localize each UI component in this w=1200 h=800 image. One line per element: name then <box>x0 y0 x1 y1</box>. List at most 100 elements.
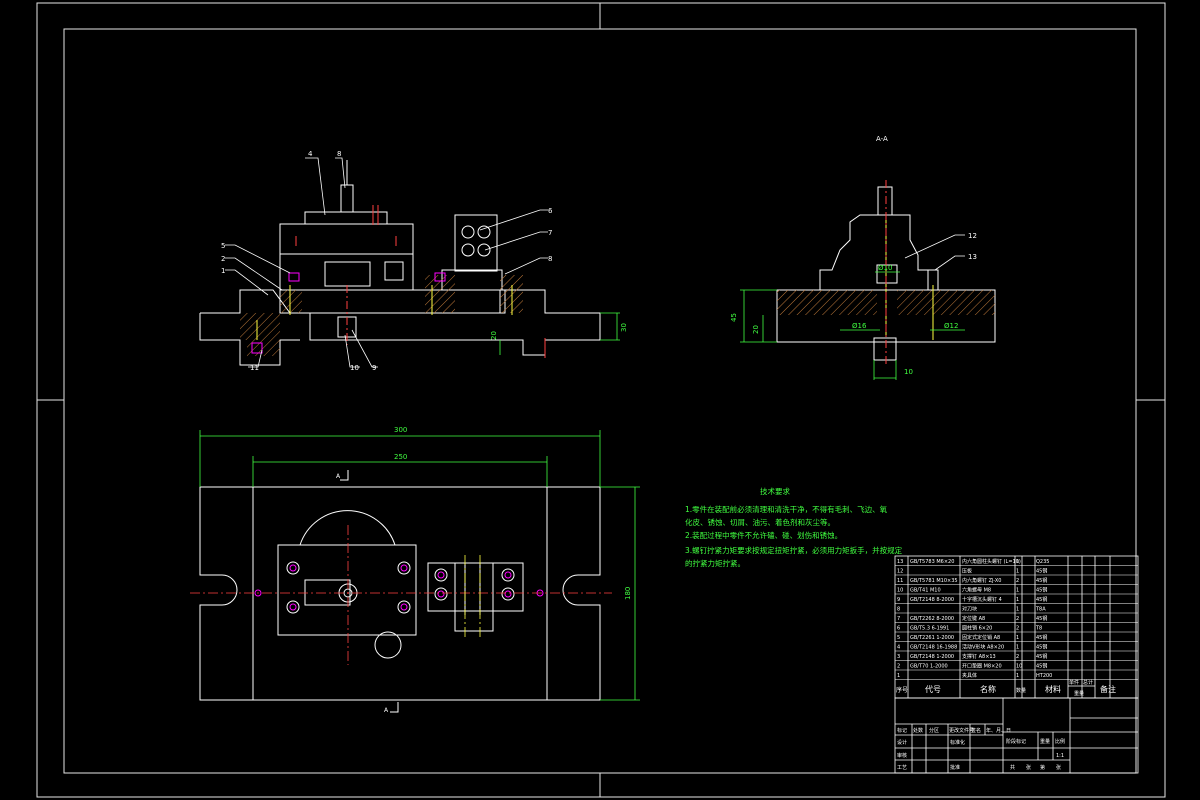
callout-13: 13 <box>968 253 977 261</box>
callout-2: 2 <box>221 255 225 263</box>
dim-front-30: 30 <box>620 323 628 332</box>
tb-scale: 1:1 <box>1056 753 1064 759</box>
tb-change-doc: 更改文件号 <box>949 727 974 734</box>
tech-requirements: 技术要求 1.零件在装配前必须清理和清洗干净，不得有毛刺、飞边、氧 化皮、锈蚀、… <box>685 486 903 568</box>
front-callouts: 4 8 5 2 1 6 7 8 11 10 9 <box>221 150 553 372</box>
dim-diam-16: Ø16 <box>852 322 867 330</box>
title-block-text: 标记 处数 分区 更改文件号 签名 年、月、日 设计 标准化 审核 工艺 批准 … <box>897 727 1065 771</box>
bom-cell-no: 12 <box>897 569 903 575</box>
tech-line-1: 1.零件在装配前必须清理和清洗干净，不得有毛刺、飞边、氧 <box>685 504 888 514</box>
top-centerlines <box>190 525 612 665</box>
callout-6: 6 <box>548 207 553 215</box>
tb-stage: 阶段标记 <box>1006 738 1026 745</box>
top-holes <box>254 561 544 614</box>
callout-8: 8 <box>548 255 552 263</box>
dim-side-20: 20 <box>752 325 760 334</box>
bom-cell-no: 1 <box>897 673 900 679</box>
section-marker-top: A <box>336 473 341 480</box>
top-section-marks <box>340 470 399 713</box>
tb-approve: 批准 <box>950 764 960 771</box>
tb-design: 设计 <box>897 739 907 746</box>
callout-9: 9 <box>372 364 376 372</box>
top-dimensions <box>199 430 640 701</box>
bom-header-code: 代号 <box>925 684 941 694</box>
bom-cell-mat: 45钢 <box>1036 577 1047 584</box>
bom-cell-no: 4 <box>897 645 900 651</box>
side-leaders <box>904 234 965 271</box>
dim-250: 250 <box>394 453 407 461</box>
side-dim-text: 45 20 10 Ø16 Ø12 Ø10 <box>730 264 958 376</box>
tb-weight: 重量 <box>1040 738 1050 745</box>
bom-cell-mat: 45钢 <box>1036 596 1047 603</box>
side-callouts: 12 13 <box>968 232 977 261</box>
bom-cell-qty: 1 <box>1016 645 1019 651</box>
bom-cell-qty: 2 <box>1016 654 1019 660</box>
bom-header-name: 名称 <box>980 684 996 694</box>
bom-cell-name: 压板 <box>962 568 972 575</box>
bom-cell-mat: HT200 <box>1036 673 1052 679</box>
section-label: A-A <box>876 135 888 143</box>
bom-cell-qty: 10 <box>1016 664 1022 670</box>
callout-7: 7 <box>548 229 552 237</box>
bom-cell-mat: 45钢 <box>1036 653 1047 660</box>
bom-header-remark: 备注 <box>1100 684 1116 694</box>
bom-cell-code: GB/T2148 16-1988 <box>910 645 957 651</box>
tech-line-2: 化皮、锈蚀、切屑、油污、着色剂和灰尘等。 <box>685 517 835 527</box>
bom-cell-no: 8 <box>897 607 900 613</box>
bom-cell-code: GB/T2148 1-2000 <box>910 654 954 660</box>
bom-cell-mat: 45钢 <box>1036 634 1047 641</box>
bom-header-weight-single: 单件 <box>1069 679 1079 686</box>
bom-cell-code: GB/T41 M10 <box>910 588 941 594</box>
tb-standard: 标准化 <box>950 739 965 746</box>
bom-cell-no: 9 <box>897 597 900 603</box>
tech-line-3: 2.装配过程中零件不允许磕、碰、划伤和锈蚀。 <box>685 530 842 540</box>
section-marker-bottom: A <box>384 707 389 714</box>
tech-title: 技术要求 <box>760 486 790 496</box>
tb-sheets-no: 第 <box>1040 764 1045 771</box>
bom-cell-code: GB/T5781 M10×35 <box>910 578 958 584</box>
dim-side-45: 45 <box>730 313 738 322</box>
front-dimensions <box>499 312 620 355</box>
callout-1: 1 <box>221 267 225 275</box>
bom-header-mat: 材料 <box>1045 684 1061 694</box>
bom-cell-code: GB/T70 1-2000 <box>910 664 948 670</box>
tb-count: 处数 <box>913 727 923 734</box>
bom-cell-name: 支撑钉 A8×13 <box>962 653 996 660</box>
bom-cell-name: 夹具体 <box>962 672 977 679</box>
callout-4: 4 <box>308 150 313 158</box>
callout-11: 11 <box>250 364 259 372</box>
bom-cell-no: 5 <box>897 635 900 641</box>
bom-cell-mat: Q235 <box>1036 559 1049 565</box>
bom-cell-name: 活动V形块 A8×20 <box>962 644 1004 651</box>
callout-5: 5 <box>221 242 225 250</box>
tb-sign: 签名 <box>971 727 981 734</box>
bom-header-weight: 重量 <box>1074 690 1084 697</box>
bom-cell-code: GB/T2261 1-2000 <box>910 635 954 641</box>
tb-audit: 审核 <box>897 752 907 759</box>
bom-cell-mat: 45钢 <box>1036 587 1047 594</box>
bom-cell-name: 十字槽沉头螺钉 4 <box>962 596 1002 603</box>
bom-cell-code: GB/T2262 8-2000 <box>910 616 954 622</box>
bom-header-weight-total: 总计 <box>1083 679 1093 686</box>
bom-cell-no: 7 <box>897 616 900 622</box>
bom-cell-mat: T8A <box>1035 607 1046 613</box>
bom-cell-name: 对刀块 <box>962 606 977 613</box>
bom-cell-mat: 45钢 <box>1036 644 1047 651</box>
bom-cell-name: 固定式定位销 A8 <box>962 634 1000 641</box>
bom-cell-mat: 45钢 <box>1036 615 1047 622</box>
bom-header-qty: 数量 <box>1016 687 1026 694</box>
bom-cell-qty: 1 <box>1016 607 1019 613</box>
bom-cell-name: 内六角圆柱头螺钉 (L=10) <box>962 558 1021 565</box>
tb-scale-label: 比例 <box>1055 738 1065 745</box>
bom-table <box>894 555 1139 699</box>
dim-300: 300 <box>394 426 407 434</box>
bom-cell-qty: 2 <box>1016 578 1019 584</box>
dim-180: 180 <box>624 587 632 600</box>
front-hatches <box>240 275 523 356</box>
bom-cell-qty: 1 <box>1016 569 1019 575</box>
tb-date: 年、月、日 <box>986 727 1011 734</box>
tb-sheets-unit2: 张 <box>1056 764 1061 771</box>
callout-12: 12 <box>968 232 977 240</box>
